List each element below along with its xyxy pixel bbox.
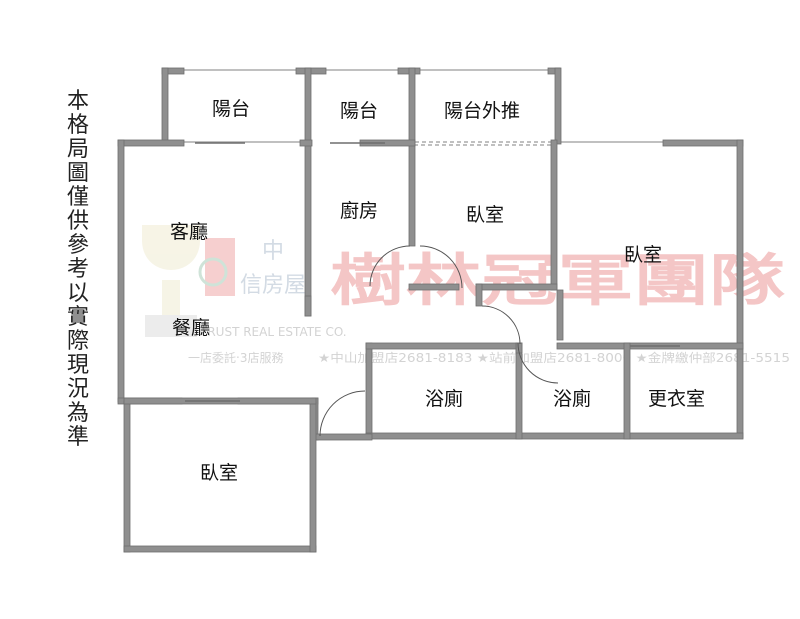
watermark-english: TRUST REAL ESTATE CO. [199,325,347,339]
globe-icon [198,257,228,287]
room-label-bedroom-bottom: 臥室 [200,462,238,484]
watermark-brand-top: 中 [262,239,284,264]
room-label-bathroom-2: 浴廁 [553,387,591,410]
watermark-slogan: 一店委託‧3店服務 [188,350,283,365]
door-swing [369,245,411,287]
watermark-branches: ★中山加盟店2681-8183 ★站前加盟店2681-8000 ★金牌繳仲部26… [318,350,790,365]
disclaimer-note: 本格局圖僅供參考以實際現況為準 [66,89,89,450]
doors [319,245,559,437]
room-label-balcony-2: 陽台 [340,100,378,122]
trophy-watermark-icon [142,225,200,337]
brand-logo-icon [205,238,235,296]
room-label-bedroom-right: 臥室 [624,244,662,266]
thin-lines [165,69,663,146]
room-label-walk-in-closet: 更衣室 [648,388,705,410]
room-label-bedroom-middle: 臥室 [466,204,504,226]
room-label-bathroom-1: 浴廁 [425,387,463,410]
room-label-balcony-1: 陽台 [212,98,250,120]
watermark-brand: 信房屋 [240,273,306,298]
room-label-dining-room: 餐廳 [172,317,210,339]
room-label-living-room: 客廳 [170,221,208,243]
room-labels: 陽台 陽台 陽台外推 客廳 廚房 臥室 臥室 餐廳 浴廁 浴廁 更衣室 臥室 [170,98,705,484]
windows [185,142,680,402]
room-label-balcony-outer: 陽台外推 [444,100,520,122]
room-label-kitchen: 廚房 [340,199,378,222]
walls [117,67,744,553]
watermark: 中 信房屋 TRUST REAL ESTATE CO. 一店委託‧3店服務 樹林… [142,225,790,365]
